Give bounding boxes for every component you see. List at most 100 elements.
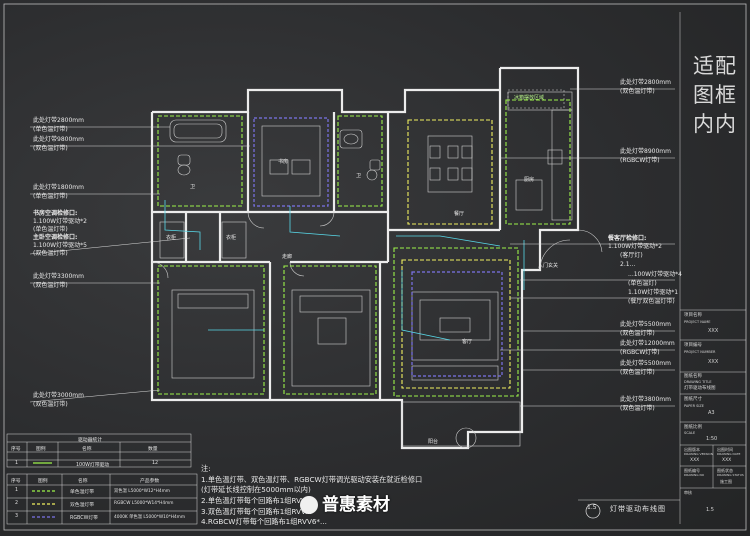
status-en: DRAWING STATUS [717, 473, 744, 477]
annotation-right-1b: (双色温灯带) [620, 88, 655, 95]
date-value: XXX [722, 458, 732, 463]
scale-en: SCALE [684, 431, 696, 435]
watermark-logo-icon [300, 496, 318, 514]
driver-row-qty: 12 [152, 461, 159, 466]
date-label: 出图时间 [717, 447, 733, 452]
watermark-text: 普惠素材 [322, 495, 390, 515]
drawing-name-label: 图纸名称 [684, 374, 702, 379]
annotation-right-1a: 此处灯带2800mm [620, 79, 671, 86]
rgbcw-strips [253, 117, 503, 377]
project-no-en: PROJECT NUMBER [684, 350, 716, 354]
annotation-right-5b: (单色温灯) [628, 280, 657, 287]
paper-size-label: 图纸尺寸 [684, 397, 702, 402]
title-block-grid [578, 12, 746, 524]
annotation-left-1a: 此处灯带2800mm [33, 117, 84, 124]
annotation-left-7a: 此处灯带3300mm [33, 273, 84, 280]
project-no-value: XXX [708, 359, 719, 365]
room-wardrobe-a: 衣柜 [166, 235, 177, 241]
scale-label: 图纸比例 [684, 425, 702, 430]
project-name-value: XXX [708, 328, 719, 334]
project-no-label: 项目编号 [684, 343, 702, 348]
project-name-label: 项目名称 [684, 313, 702, 318]
annotation-right-3a: 餐客厅检修口: [608, 235, 647, 242]
room-bath-1: 卫 [190, 184, 196, 190]
annotation-right-4b: 2.1... [620, 261, 636, 268]
sheet-frame [3, 3, 747, 531]
annotation-right-4a: (客厅灯) [620, 252, 643, 259]
annotation-right-10a: 此处灯带3800mm [620, 396, 671, 403]
driver-row-name: 100W灯带驱动 [76, 463, 110, 468]
annotation-right-8a: 此处灯带12000mm [620, 340, 675, 347]
title-block-placeholder: 适配图框内内 [693, 54, 737, 136]
status-label: 图纸状态 [717, 468, 733, 473]
driver-table-title: 驱动器统计 [78, 438, 102, 443]
annotation-right-2a: 此处灯带8900mm [620, 148, 671, 155]
strip-header-legend: 图例 [38, 479, 48, 484]
note-line-3: 2.单色温灯带每个回路布1组RVV... [201, 496, 312, 505]
paper-size-en: PAPER SIZE [684, 404, 705, 408]
drawing-no-label: 图纸编号 [684, 468, 700, 473]
annotation-right-10b: (双色温灯带) [620, 405, 655, 412]
annotation-right-9a: 此处灯带5500mm [620, 360, 671, 367]
room-wardrobe-b: 衣柜 [226, 235, 237, 241]
driver-table-grid [6, 433, 192, 468]
strip-table-grid [6, 473, 198, 525]
dual-color-strips [401, 119, 511, 389]
annotation-left-4b: 1.100W灯带驱动*2 [33, 218, 87, 225]
strip-header-name: 名称 [78, 479, 88, 484]
strip-header-spec: 产品参数 [140, 479, 160, 484]
project-name-en: PROJECT NAME [684, 320, 711, 324]
annotation-left-5a: (单色温灯带) [33, 226, 68, 233]
annotation-left-4a: 书房空调检修口: [33, 210, 78, 217]
annotation-right-5a: ...100W灯带驱动*4 [628, 271, 682, 278]
strip-row1-spec: 双色温 L5000*W12*H4mm [114, 489, 170, 494]
annotation-left-1b: (单色温灯带) [33, 126, 68, 133]
driver-header-legend: 图例 [36, 447, 46, 452]
room-balcony: 阳台 [428, 439, 439, 445]
room-bath-2: 卫 [356, 173, 362, 179]
strip-row3-no: 3 [15, 514, 19, 519]
strip-row2-spec: RGBCW L5000*W14*H4mm [114, 501, 174, 506]
driver-header-no: 序号 [11, 447, 21, 452]
annotation-right-8b: (RGBCW灯带) [620, 349, 660, 356]
drawing-name-en: DRAWING TITLE [684, 380, 712, 384]
strip-row3-name: RGBCW灯带 [70, 516, 98, 521]
driver-header-qty: 数量 [148, 447, 158, 452]
version-en: DRAWING VERSION [684, 452, 713, 456]
annotation-right-6b: (餐厅双色温灯带) [628, 298, 675, 305]
room-study: 书房 [278, 159, 289, 165]
annotation-right-3b: 1.100W灯带驱动*2 [608, 243, 662, 250]
version-label: 出图版本 [684, 447, 700, 452]
annotation-right-7a: 此处灯带5500mm [620, 321, 671, 328]
fridge-zone-label: 冰箱摆放区域 [514, 95, 545, 101]
annotation-left-7b: (双色温灯带) [33, 282, 68, 289]
strip-row1-no: 1 [15, 488, 19, 493]
sheet-number-circle [585, 503, 601, 519]
annotation-right-2b: (RGBCW灯带) [620, 157, 660, 164]
room-entrance: 入门玄关 [538, 263, 559, 269]
drawing-no-en: DRAWING NO [684, 473, 705, 477]
strip-row3-spec: 4000K 单色温 L5000*W10*H4mm [114, 515, 186, 520]
annotation-left-3b: (单色温灯带) [33, 193, 68, 200]
annotation-left-6a: 1.100W灯带驱动*5 [33, 242, 87, 249]
strip-row2-name: 双色温灯带 [70, 503, 94, 508]
control-routes [164, 200, 525, 341]
annotation-left-8b: (双色温灯带) [33, 401, 68, 408]
walls [150, 66, 580, 450]
drawing-no-value: 1.5 [706, 507, 714, 513]
annotation-left-5b: 主卧空调检修口: [33, 234, 78, 241]
status-value: 施工图 [720, 479, 732, 484]
driver-row-no: 1 [15, 461, 19, 466]
sheet-number: 1.5 [587, 504, 597, 511]
date-en: DRAWING DATE [717, 452, 741, 456]
sheet-title: 灯带驱动布线图 [610, 505, 666, 513]
strip-row1-name: 单色温灯带 [70, 490, 94, 495]
annotation-left-2a: 此处灯带9800mm [33, 136, 84, 143]
room-corridor: 走廊 [282, 254, 293, 260]
drawing-name-value: 灯带驱动布线图 [684, 386, 716, 391]
version-value: XXX [690, 458, 700, 463]
room-kitchen: 厨房 [524, 177, 535, 183]
annotation-left-6b: (双色温灯带) [33, 250, 68, 257]
leader-lines-left [29, 126, 250, 403]
